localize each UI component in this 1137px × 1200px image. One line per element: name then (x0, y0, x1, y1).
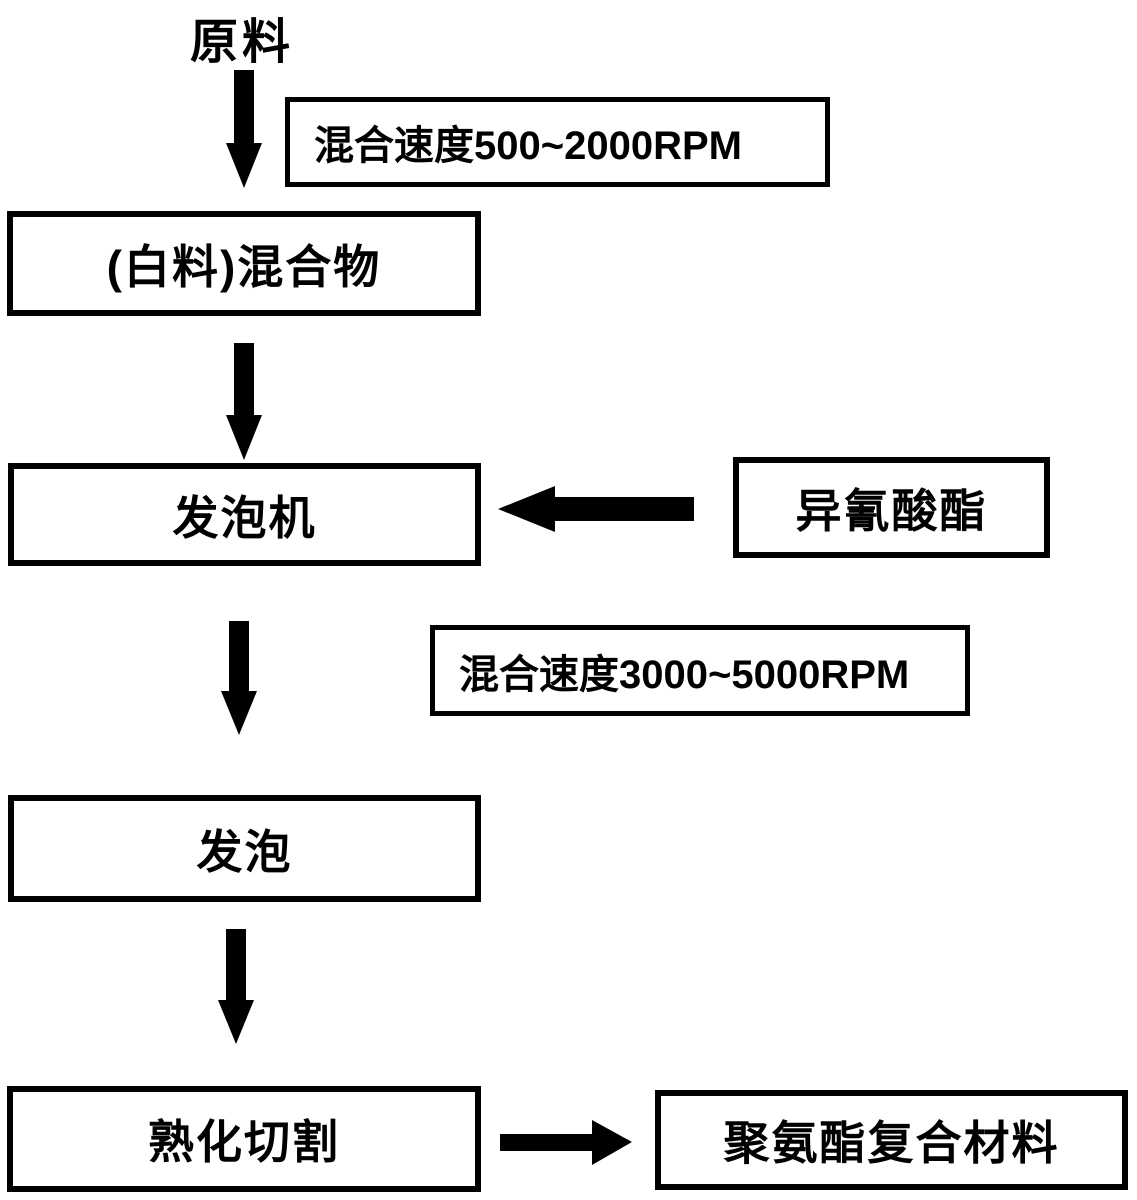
arrow-down-icon-1 (226, 70, 262, 188)
node-white-mixture: (白料)混合物 (7, 211, 481, 316)
arrow-down-icon-3 (221, 621, 257, 735)
node-foaming: 发泡 (8, 795, 481, 902)
node-raw-material: 原料 (190, 16, 295, 69)
arrow-right-icon (500, 1120, 632, 1165)
annotation-mixing-speed-high: 混合速度3000~5000RPM (430, 625, 970, 716)
node-pu-composite: 聚氨酯复合材料 (655, 1090, 1128, 1190)
arrow-down-icon-2 (226, 343, 262, 460)
arrow-left-icon (498, 486, 694, 532)
node-curing-cutting: 熟化切割 (7, 1086, 481, 1192)
node-foaming-machine: 发泡机 (8, 463, 481, 566)
arrow-down-icon-4 (218, 929, 254, 1044)
node-isocyanate: 异氰酸酯 (733, 457, 1050, 558)
annotation-mixing-speed-low: 混合速度500~2000RPM (285, 97, 830, 187)
